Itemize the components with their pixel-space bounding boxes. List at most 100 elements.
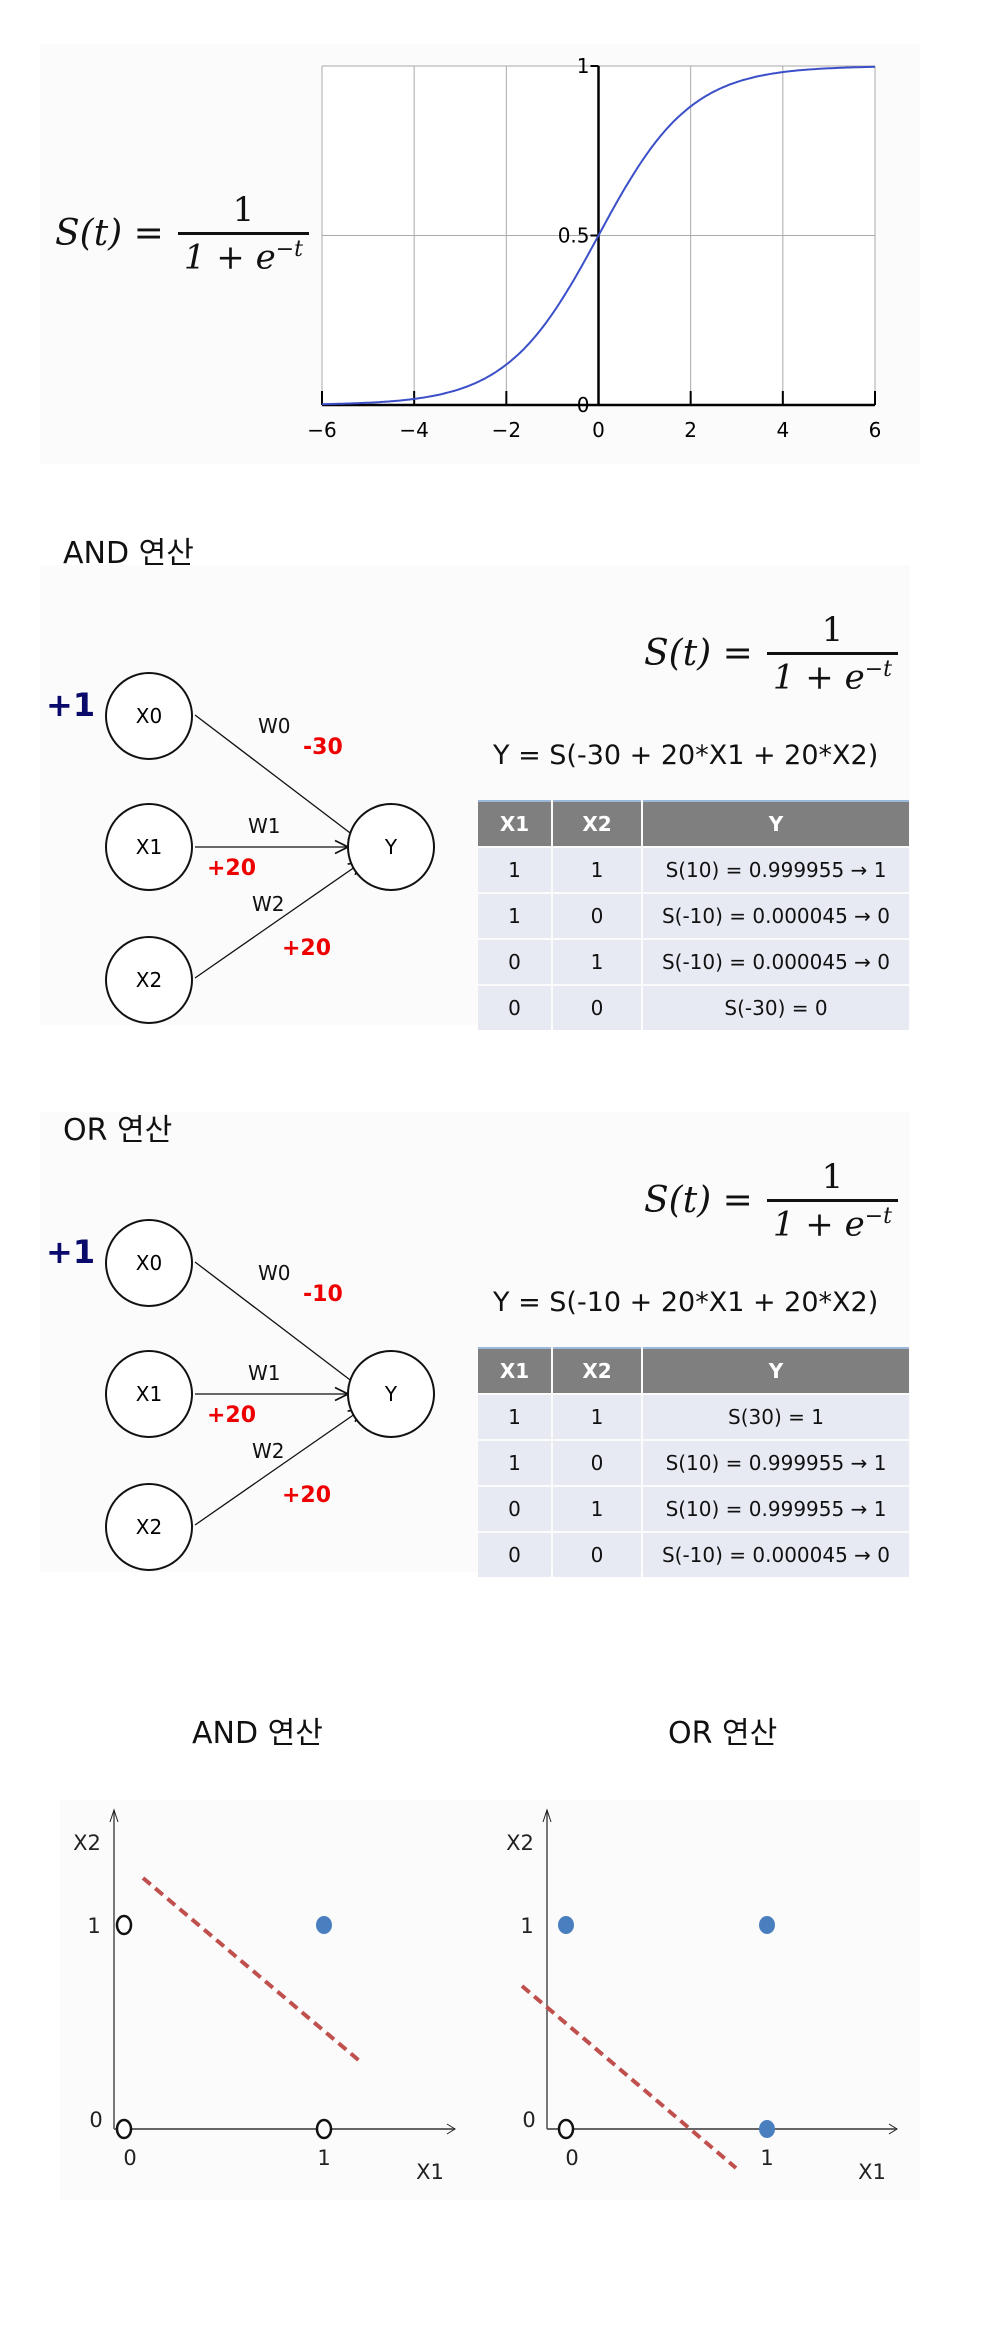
decision-boundary [141, 1876, 364, 2065]
point-negative [115, 2118, 133, 2140]
y-tick-label: 0 [89, 2108, 102, 2132]
table-cell: 0 [553, 1533, 641, 1577]
node-x1: X1 [105, 1350, 193, 1438]
table-header: X1 [478, 1347, 551, 1393]
y-tick-label: 1 [520, 1914, 533, 1938]
y-axis-arrow-icon [542, 1808, 552, 1823]
table-cell: 1 [478, 1441, 551, 1485]
table-header: X1 [478, 800, 551, 846]
weight-value-w0: -10 [303, 1282, 343, 1307]
formula-exponent: −t [275, 237, 303, 262]
weight-label-w2: W2 [252, 892, 285, 916]
plot-and-title: AND 연산 [192, 1716, 323, 1751]
node-y: Y [347, 1350, 435, 1438]
x-axis-arrow-icon [888, 2123, 898, 2135]
node-x1: X1 [105, 803, 193, 891]
weight-value-w1: +20 [207, 856, 257, 881]
formula-lhs: S(t) = [644, 1180, 753, 1222]
weight-value-w2: +20 [282, 936, 332, 961]
table-cell: 1 [553, 1487, 641, 1531]
table-cell: S(-10) = 0.000045 → 0 [643, 940, 909, 984]
node-x2: X2 [105, 1483, 193, 1571]
y-axis-arrow-icon [109, 1808, 119, 1823]
point-positive [759, 2120, 775, 2138]
x-tick-label: 0 [123, 2146, 136, 2170]
table-cell: S(10) = 0.999955 → 1 [643, 1487, 909, 1531]
formula-denominator: 1 + e [772, 657, 865, 698]
x-tick-label: 1 [760, 2146, 773, 2170]
table-cell: 1 [553, 940, 641, 984]
table-cell: 0 [553, 986, 641, 1030]
formula-numerator: 1 [821, 1157, 844, 1197]
table-cell: S(-10) = 0.000045 → 0 [643, 1533, 909, 1577]
network-edges [194, 1261, 460, 1526]
bias-input: +1 [46, 686, 96, 724]
edge-w2 [194, 862, 362, 979]
point-positive [558, 1916, 574, 1934]
weight-value-w2: +20 [282, 1483, 332, 1508]
weight-label-w1: W1 [248, 814, 281, 838]
x-tick-label: −6 [307, 418, 336, 442]
activation-equation: Y = S(-10 + 20*X1 + 20*X2) [493, 1287, 879, 1318]
y-tick-label: 0.5 [558, 224, 590, 248]
table-header: X2 [553, 800, 641, 846]
table-cell: S(30) = 1 [643, 1395, 909, 1439]
x-tick-label: 6 [869, 418, 882, 442]
table-header: X2 [553, 1347, 641, 1393]
weight-label-w0: W0 [258, 714, 291, 738]
point-negative [115, 1914, 133, 1936]
node-x0: X0 [105, 1219, 193, 1307]
table-cell: 0 [478, 986, 551, 1030]
sigmoid-formula: S(t) = 1 1 + e−t [644, 610, 898, 697]
plot-or: X2 1 0 0 1X1 [506, 1808, 898, 2184]
and-title: AND 연산 [63, 536, 194, 571]
node-y: Y [347, 803, 435, 891]
formula-lhs: S(t) = [644, 633, 753, 675]
plot-or-title: OR 연산 [668, 1716, 778, 1751]
weight-label-w1: W1 [248, 1361, 281, 1385]
x-tick-label: −4 [399, 418, 428, 442]
y-axis-label: X2 [506, 1831, 534, 1855]
node-x2: X2 [105, 936, 193, 1024]
edge-w0 [194, 1261, 362, 1389]
x-tick-label: 0 [592, 418, 605, 442]
table-cell: 1 [553, 848, 641, 892]
x-axis-label: X1 [858, 2160, 886, 2184]
x-axis-label: X1 [416, 2160, 444, 2184]
point-negative [557, 2118, 575, 2140]
x-tick-label: 4 [776, 418, 789, 442]
table-cell: 1 [553, 1395, 641, 1439]
edge-w2 [194, 1409, 362, 1526]
table-cell: 0 [478, 940, 551, 984]
x-tick-label: 2 [684, 418, 697, 442]
formula-exponent: −t [864, 657, 892, 682]
sigmoid-curve [321, 65, 876, 406]
activation-equation: Y = S(-30 + 20*X1 + 20*X2) [493, 740, 879, 771]
decision-boundary [520, 1984, 738, 2170]
y-tick-label: 0 [522, 2108, 535, 2132]
weight-label-w2: W2 [252, 1439, 285, 1463]
weight-label-w0: W0 [258, 1261, 291, 1285]
y-tick-label: 1 [87, 1914, 100, 1938]
y-tick-label: 1 [577, 54, 590, 78]
table-cell: S(-10) = 0.000045 → 0 [643, 894, 909, 938]
formula-lhs: S(t) = [55, 213, 164, 255]
x-tick-label: 0 [565, 2146, 578, 2170]
weight-value-w1: +20 [207, 1403, 257, 1428]
formula-numerator: 1 [232, 190, 255, 230]
formula-numerator: 1 [821, 610, 844, 650]
table-cell: 0 [553, 894, 641, 938]
point-positive [759, 1916, 775, 1934]
table-cell: 1 [478, 894, 551, 938]
